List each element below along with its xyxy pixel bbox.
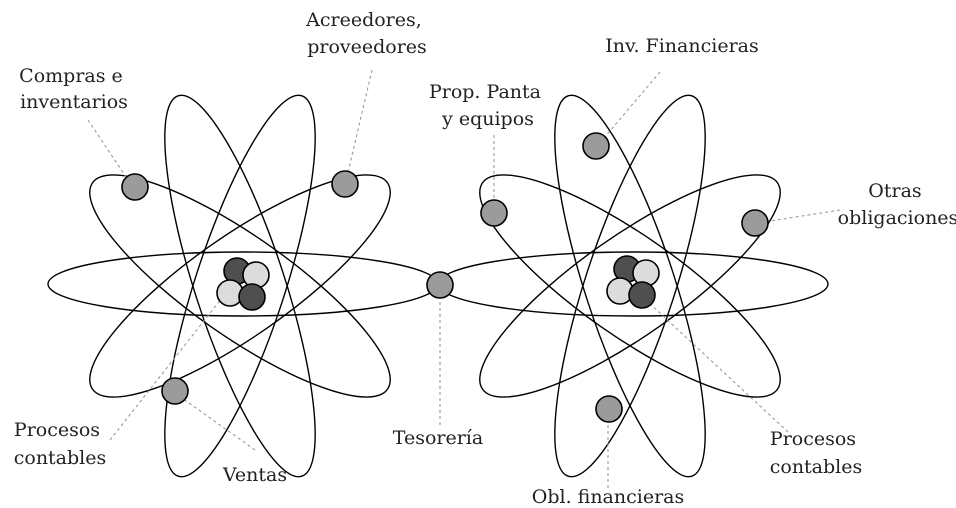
electron-ventas: [161, 377, 189, 405]
right-orbit-a: [479, 174, 781, 398]
left-orbit-b: [89, 174, 391, 398]
electron-prop: [480, 199, 508, 227]
label-procesos-left-line1: Procesos: [14, 419, 100, 441]
label-ventas: Ventas: [222, 464, 287, 486]
electrons: [121, 132, 769, 423]
left-orbit-c: [164, 94, 316, 478]
left-nucleus-particle: [238, 283, 266, 311]
labels: Compras e inventarios Acreedores, provee…: [14, 9, 956, 508]
label-compras-line1: Compras e: [19, 65, 123, 87]
electron-obl: [595, 395, 623, 423]
electron-tesoreria: [426, 271, 454, 299]
label-otras-line2: obligaciones: [838, 207, 956, 229]
right-orbit-b: [479, 174, 781, 398]
leader-inv: [603, 71, 661, 139]
label-compras-line2: inventarios: [20, 91, 128, 113]
label-tesoreria: Tesorería: [393, 427, 483, 449]
left-nucleus: [216, 257, 270, 311]
left-orbit-a: [89, 174, 391, 398]
label-obl-financieras: Obl. financieras: [532, 486, 685, 508]
label-procesos-right-line1: Procesos: [770, 428, 856, 450]
label-acreedores: Acreedores, proveedores: [305, 9, 428, 58]
leader-ventas: [181, 397, 256, 451]
label-otras-obligaciones: Otras obligaciones: [838, 180, 956, 229]
electron-compras: [121, 173, 149, 201]
leader-procesos-right: [647, 301, 789, 433]
leader-otras: [763, 209, 841, 223]
label-inv-financieras: Inv. Financieras: [605, 35, 758, 57]
label-otras-line1: Otras: [868, 180, 921, 202]
label-prop-line2: y equipos: [441, 108, 534, 130]
leader-compras: [87, 119, 129, 181]
right-orbit-d: [554, 94, 706, 478]
right-atom-orbits: [437, 94, 829, 478]
label-procesos-right: Procesos contables: [770, 428, 863, 478]
electron-inv: [582, 132, 610, 160]
label-procesos-left: Procesos contables: [14, 419, 107, 469]
label-acreedores-line1: Acreedores,: [305, 9, 422, 31]
label-compras: Compras e inventarios: [19, 65, 129, 113]
leader-lines: [87, 69, 841, 488]
leader-acreedores: [346, 69, 373, 178]
electron-acreedores: [331, 170, 359, 198]
right-orbit-c: [554, 94, 706, 478]
leader-procesos-left: [109, 297, 223, 441]
right-nucleus-particle: [628, 281, 656, 309]
label-prop-panta: Prop. Panta y equipos: [429, 81, 547, 130]
label-procesos-right-line2: contables: [770, 456, 863, 478]
right-nucleus: [606, 255, 660, 309]
electron-otras: [741, 209, 769, 237]
label-procesos-left-line2: contables: [14, 447, 107, 469]
label-acreedores-line2: proveedores: [307, 36, 427, 58]
left-orbit-d: [164, 94, 316, 478]
label-prop-line1: Prop. Panta: [429, 81, 541, 103]
left-atom-orbits: [47, 94, 439, 478]
